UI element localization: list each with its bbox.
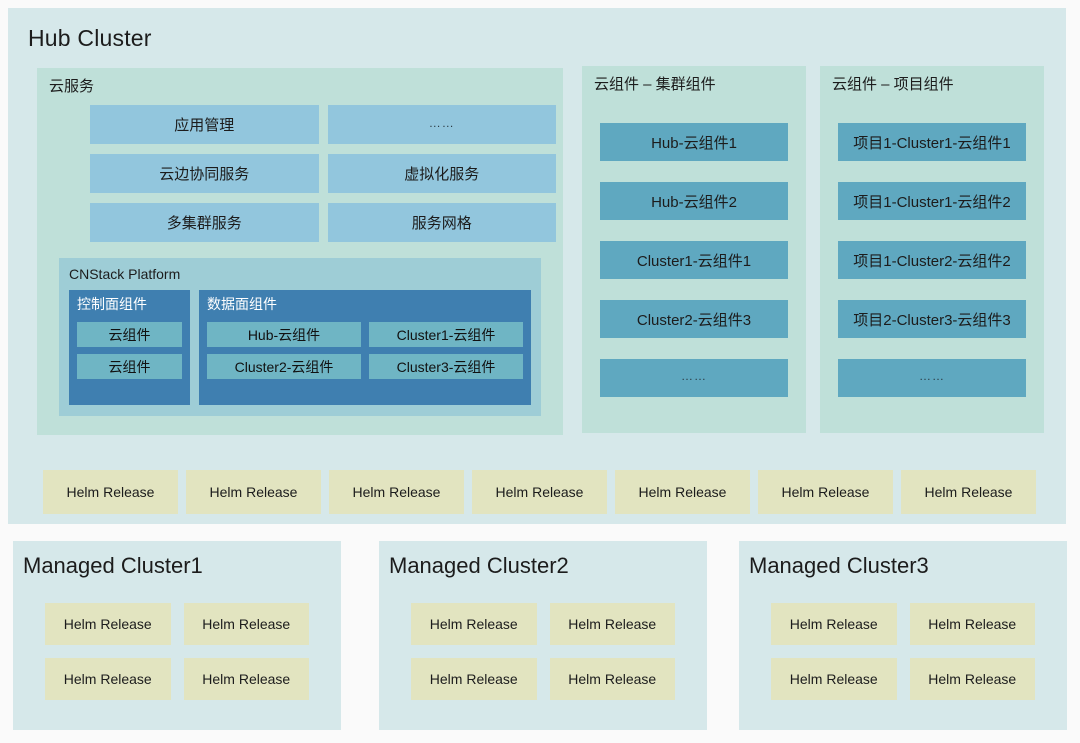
data-plane-component-chip[interactable]: Cluster1-云组件 (369, 322, 523, 347)
managed-cluster-1-helm-grid: Helm Release Helm Release Helm Release H… (45, 603, 309, 700)
managed-cluster-2-title: Managed Cluster2 (389, 553, 569, 578)
service-tile-edge-cloud-collaboration[interactable]: 云边协同服务 (90, 154, 319, 193)
helm-release-chip[interactable]: Helm Release (771, 658, 897, 700)
helm-release-chip[interactable]: Helm Release (183, 603, 309, 645)
managed-cluster-1-panel: Managed Cluster1 Helm Release Helm Relea… (13, 541, 341, 730)
service-tile-multi-cluster[interactable]: 多集群服务 (90, 203, 319, 242)
helm-release-chip[interactable]: Helm Release (45, 603, 171, 645)
cloud-services-title: 云服务 (49, 78, 95, 95)
cluster-components-list: Hub-云组件1 Hub-云组件2 Cluster1-云组件1 Cluster2… (600, 123, 788, 397)
cluster-component-chip[interactable]: Cluster2-云组件3 (600, 300, 788, 338)
managed-cluster-3-title: Managed Cluster3 (749, 553, 929, 578)
ellipsis-icon: …… (919, 369, 945, 383)
helm-release-row: Helm Release Helm Release (45, 603, 309, 645)
cluster-components-panel: 云组件 – 集群组件 Hub-云组件1 Hub-云组件2 Cluster1-云组… (582, 66, 806, 433)
helm-release-chip[interactable]: Helm Release (45, 658, 171, 700)
control-plane-title: 控制面组件 (77, 296, 147, 312)
managed-cluster-1-title: Managed Cluster1 (23, 553, 203, 578)
helm-release-chip[interactable]: Helm Release (615, 470, 750, 514)
control-plane-panel: 控制面组件 云组件 云组件 (69, 290, 190, 405)
helm-release-row: Helm Release Helm Release (771, 603, 1035, 645)
helm-release-chip[interactable]: Helm Release (183, 658, 309, 700)
project-components-list: 项目1-Cluster1-云组件1 项目1-Cluster1-云组件2 项目1-… (838, 123, 1026, 397)
cluster-component-chip[interactable]: Cluster1-云组件1 (600, 241, 788, 279)
control-plane-items: 云组件 云组件 (77, 322, 182, 386)
service-tile-more[interactable]: …… (327, 105, 556, 144)
helm-release-chip[interactable]: Helm Release (901, 470, 1036, 514)
data-plane-row: Cluster2-云组件 Cluster3-云组件 (207, 354, 523, 379)
cnstack-platform-panel: CNStack Platform 控制面组件 云组件 云组件 数据面组件 Hub… (59, 258, 541, 416)
cnstack-platform-title: CNStack Platform (69, 266, 181, 282)
helm-release-chip[interactable]: Helm Release (43, 470, 178, 514)
service-tile-app-management[interactable]: 应用管理 (90, 105, 319, 144)
service-tile-service-mesh[interactable]: 服务网格 (327, 203, 556, 242)
data-plane-row: Hub-云组件 Cluster1-云组件 (207, 322, 523, 347)
cloud-services-row: 云边协同服务 虚拟化服务 (90, 154, 556, 193)
ellipsis-icon: …… (681, 369, 707, 383)
helm-release-chip[interactable]: Helm Release (771, 603, 897, 645)
helm-release-chip[interactable]: Helm Release (909, 658, 1035, 700)
data-plane-title: 数据面组件 (207, 296, 277, 312)
ellipsis-icon: …… (428, 115, 455, 130)
helm-release-chip[interactable]: Helm Release (549, 658, 675, 700)
hub-cluster-panel: Hub Cluster 云服务 应用管理 …… 云边协同服务 虚拟化服务 多集群… (8, 8, 1066, 524)
managed-cluster-3-panel: Managed Cluster3 Helm Release Helm Relea… (739, 541, 1067, 730)
hub-cluster-title: Hub Cluster (28, 25, 152, 51)
helm-release-chip[interactable]: Helm Release (549, 603, 675, 645)
helm-release-row: Helm Release Helm Release (771, 658, 1035, 700)
data-plane-items: Hub-云组件 Cluster1-云组件 Cluster2-云组件 Cluste… (207, 322, 523, 386)
project-component-chip[interactable]: 项目1-Cluster1-云组件2 (838, 182, 1026, 220)
control-plane-component-chip[interactable]: 云组件 (77, 322, 182, 347)
cluster-components-title: 云组件 – 集群组件 (594, 76, 716, 93)
project-component-chip[interactable]: 项目1-Cluster1-云组件1 (838, 123, 1026, 161)
cluster-component-chip-more[interactable]: …… (600, 359, 788, 397)
hub-helm-release-row: Helm Release Helm Release Helm Release H… (43, 470, 1036, 514)
managed-cluster-2-helm-grid: Helm Release Helm Release Helm Release H… (411, 603, 675, 700)
helm-release-chip[interactable]: Helm Release (909, 603, 1035, 645)
cloud-services-tile-grid: 应用管理 …… 云边协同服务 虚拟化服务 多集群服务 服务网格 (90, 105, 556, 252)
control-plane-row: 云组件 (77, 322, 182, 347)
project-components-panel: 云组件 – 项目组件 项目1-Cluster1-云组件1 项目1-Cluster… (820, 66, 1044, 433)
helm-release-chip[interactable]: Helm Release (411, 603, 537, 645)
data-plane-component-chip[interactable]: Cluster2-云组件 (207, 354, 361, 379)
helm-release-chip[interactable]: Helm Release (329, 470, 464, 514)
cloud-services-panel: 云服务 应用管理 …… 云边协同服务 虚拟化服务 多集群服务 服务网格 CNSt… (37, 68, 563, 435)
cluster-component-chip[interactable]: Hub-云组件1 (600, 123, 788, 161)
project-component-chip[interactable]: 项目1-Cluster2-云组件2 (838, 241, 1026, 279)
data-plane-panel: 数据面组件 Hub-云组件 Cluster1-云组件 Cluster2-云组件 … (199, 290, 531, 405)
cluster-component-chip[interactable]: Hub-云组件2 (600, 182, 788, 220)
helm-release-chip[interactable]: Helm Release (472, 470, 607, 514)
helm-release-row: Helm Release Helm Release (411, 658, 675, 700)
managed-cluster-3-helm-grid: Helm Release Helm Release Helm Release H… (771, 603, 1035, 700)
data-plane-component-chip[interactable]: Cluster3-云组件 (369, 354, 523, 379)
managed-cluster-2-panel: Managed Cluster2 Helm Release Helm Relea… (379, 541, 707, 730)
cloud-services-row: 多集群服务 服务网格 (90, 203, 556, 242)
helm-release-row: Helm Release Helm Release (45, 658, 309, 700)
helm-release-chip[interactable]: Helm Release (758, 470, 893, 514)
data-plane-component-chip[interactable]: Hub-云组件 (207, 322, 361, 347)
cloud-services-row: 应用管理 …… (90, 105, 556, 144)
project-component-chip[interactable]: 项目2-Cluster3-云组件3 (838, 300, 1026, 338)
service-tile-virtualization[interactable]: 虚拟化服务 (327, 154, 556, 193)
control-plane-component-chip[interactable]: 云组件 (77, 354, 182, 379)
project-component-chip-more[interactable]: …… (838, 359, 1026, 397)
helm-release-row: Helm Release Helm Release (411, 603, 675, 645)
control-plane-row: 云组件 (77, 354, 182, 379)
project-components-title: 云组件 – 项目组件 (832, 76, 954, 93)
helm-release-chip[interactable]: Helm Release (411, 658, 537, 700)
helm-release-chip[interactable]: Helm Release (186, 470, 321, 514)
